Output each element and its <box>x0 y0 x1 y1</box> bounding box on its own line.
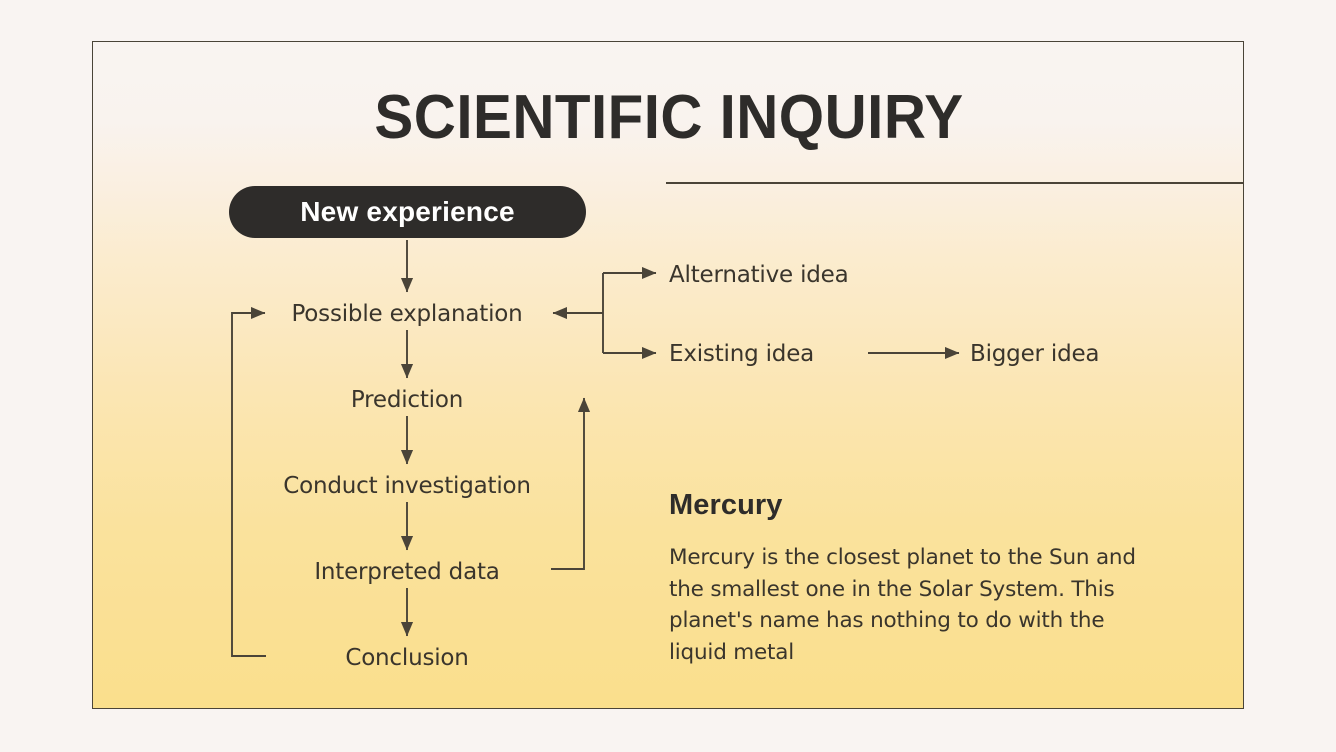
flow-node-conclusion: Conclusion <box>345 645 469 671</box>
flow-node-possible-explanation: Possible explanation <box>291 301 523 327</box>
flow-node-existing-idea: Existing idea <box>669 341 815 367</box>
flow-node-conduct-investigation: Conduct investigation <box>283 473 531 499</box>
flow-node-bigger-idea: Bigger idea <box>970 341 1100 367</box>
section-divider-rule <box>666 182 1243 184</box>
content-body: Mercury is the closest planet to the Sun… <box>669 545 1136 665</box>
flow-node-interpreted-data: Interpreted data <box>314 559 500 585</box>
flow-node-prediction: Prediction <box>350 387 464 413</box>
flow-start-pill-label: New experience <box>300 196 515 227</box>
page-title: SCIENTIFIC INQUIRY <box>374 83 964 152</box>
slide-canvas: SCIENTIFIC INQUIRY New experience Possib… <box>92 41 1244 709</box>
flow-node-alternative-idea: Alternative idea <box>669 262 849 288</box>
flow-start-pill: New experience <box>229 186 586 238</box>
arrow-conclusion-feedback-to-possible-explanation <box>231 306 266 657</box>
arrow-interpreted-data-feedback-to-prediction <box>551 397 591 570</box>
content-heading: Mercury <box>669 489 783 521</box>
